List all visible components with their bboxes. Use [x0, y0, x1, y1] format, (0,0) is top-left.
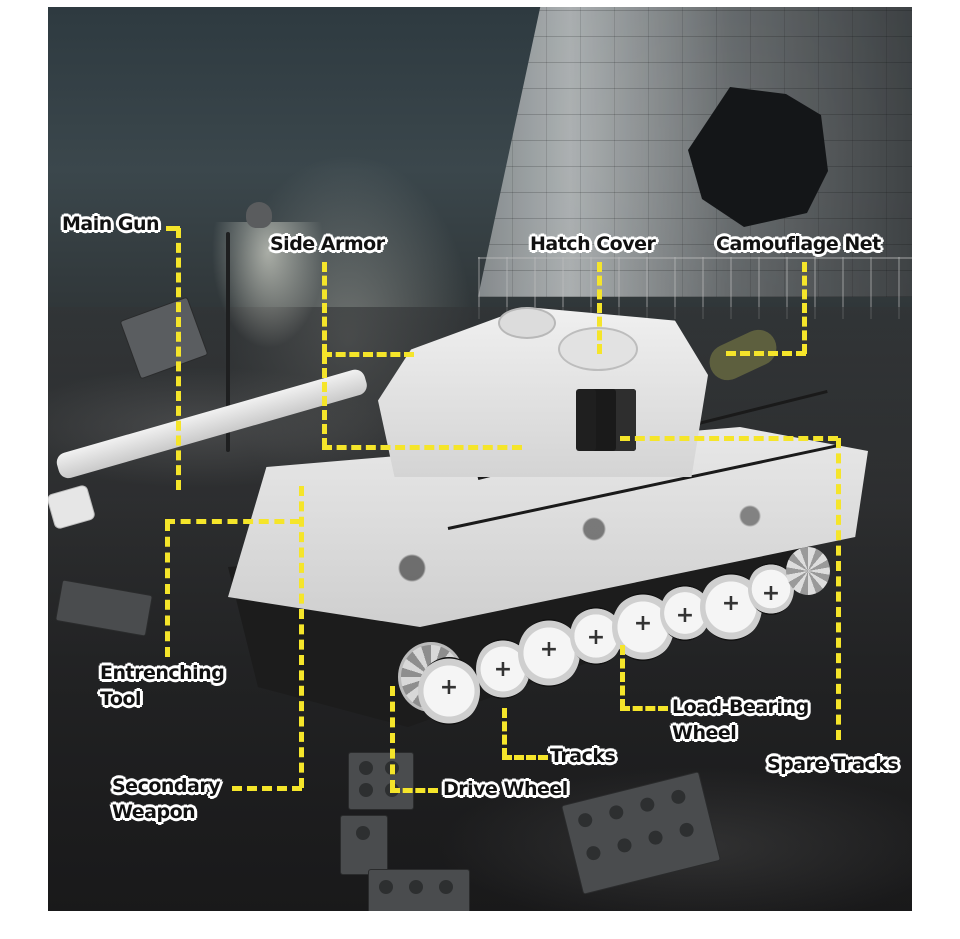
label-secondary-weapon: Secondary Weapon	[112, 773, 221, 825]
secondary-weapon-leader	[299, 486, 304, 788]
tank-model	[48, 7, 912, 911]
label-line: Load-Bearing	[672, 696, 809, 718]
label-line: Wheel	[672, 722, 737, 744]
hatch-cover-leader	[597, 262, 602, 354]
debris-brick	[348, 752, 414, 810]
label-line: Secondary	[112, 775, 221, 797]
smoke-dischargers	[576, 389, 636, 451]
lamp-pole	[226, 232, 230, 452]
label-side-armor: Side Armor	[270, 233, 385, 255]
label-camouflage-net: Camouflage Net	[716, 233, 881, 255]
road-wheel	[700, 573, 762, 641]
main-gun-leader	[166, 226, 180, 231]
debris-brick	[368, 869, 470, 911]
product-photo	[48, 7, 912, 911]
idler-wheel	[786, 547, 830, 595]
drive-wheel-leader	[390, 686, 395, 790]
road-wheel	[418, 657, 480, 725]
label-tracks: Tracks	[550, 745, 616, 767]
load-bearing-wheel-leader	[620, 645, 625, 709]
label-drive-wheel: Drive Wheel	[443, 778, 568, 800]
side-armor-leader	[322, 352, 414, 357]
label-hatch-cover: Hatch Cover	[530, 233, 656, 255]
side-armor-leader	[322, 262, 327, 354]
side-armor-leader	[322, 445, 522, 450]
turret-hatch	[498, 307, 556, 339]
entrenching-tool-leader	[165, 521, 170, 657]
load-bearing-wheel-leader	[620, 706, 668, 711]
main-gun-leader	[176, 228, 181, 490]
secondary-weapon-leader	[232, 786, 302, 791]
label-entrenching-tool: Entrenching Tool	[100, 660, 225, 712]
label-line: Entrenching	[100, 662, 225, 684]
entrenching-tool-leader	[165, 519, 300, 524]
debris-brick	[340, 815, 388, 875]
label-spare-tracks: Spare Tracks	[767, 753, 899, 775]
muzzle-brake	[48, 483, 97, 531]
lamp-icon	[246, 202, 272, 228]
camouflage-net-leader	[802, 262, 807, 354]
label-line: Weapon	[112, 801, 196, 823]
tracks-leader	[502, 755, 548, 760]
tracks-leader	[502, 708, 507, 758]
label-main-gun: Main Gun	[62, 213, 160, 235]
label-line: Tool	[100, 688, 142, 710]
side-armor-leader	[322, 354, 327, 448]
spare-tracks-leader	[836, 438, 841, 740]
camouflage-net-leader	[726, 351, 806, 356]
drive-wheel-leader	[390, 788, 438, 793]
label-load-bearing-wheel: Load-Bearing Wheel	[672, 694, 809, 746]
spare-tracks-leader	[620, 436, 838, 441]
